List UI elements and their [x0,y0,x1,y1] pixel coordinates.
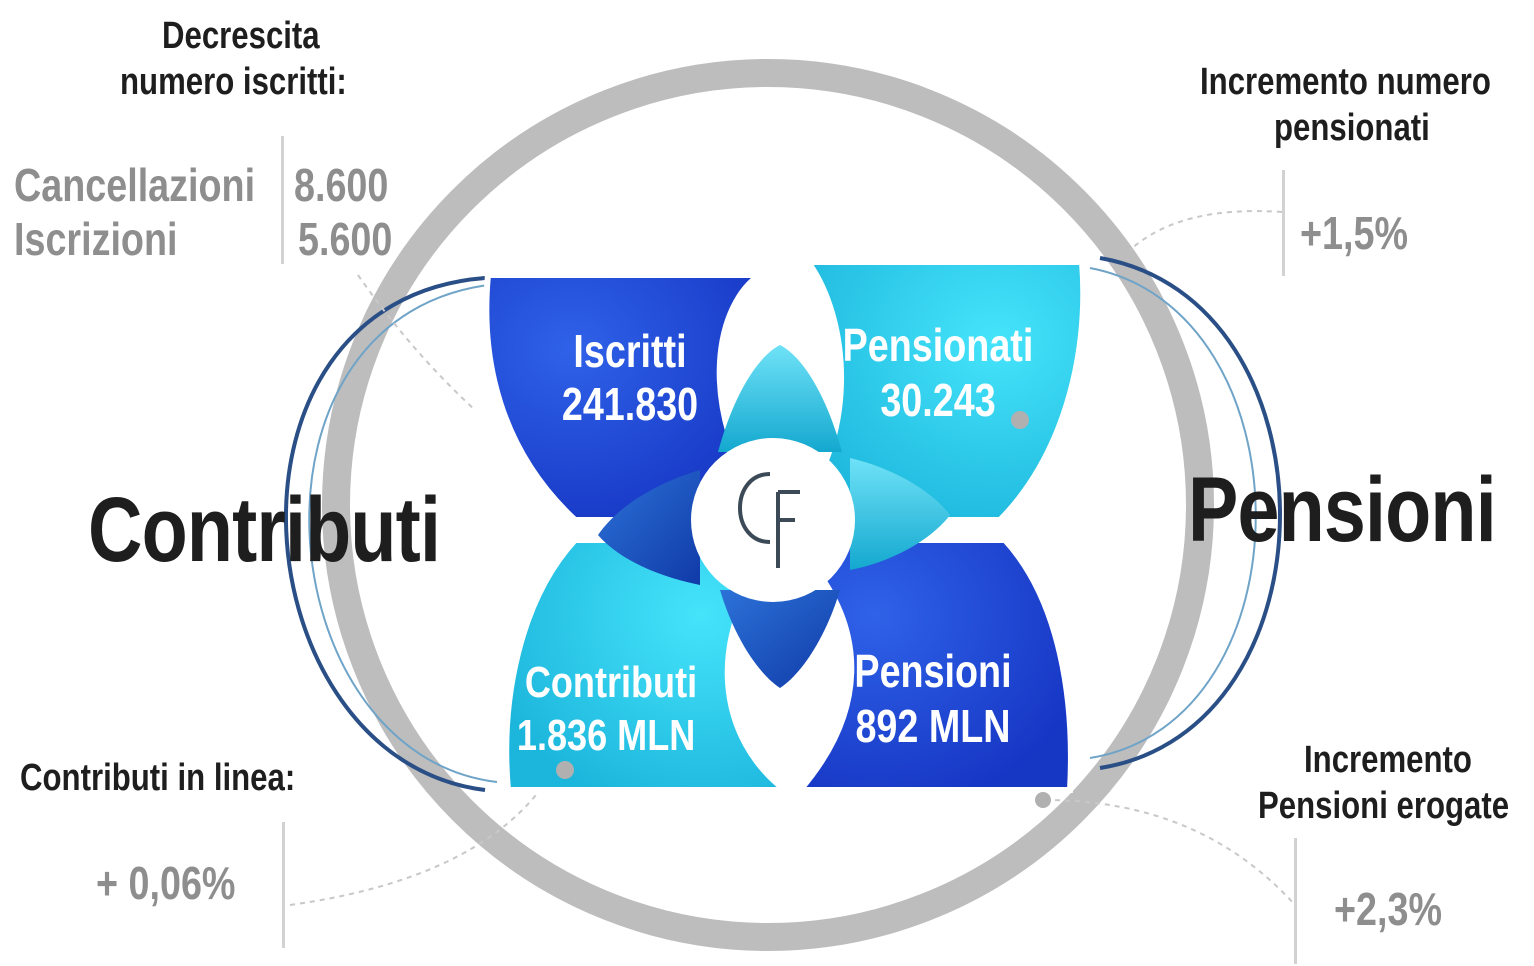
inner-lens-left [598,470,700,585]
petal-pensioni-value: 892 MLN [855,700,1010,751]
dot-pensioni [1035,792,1051,808]
cancellazioni-value: 8.600 [294,159,389,211]
inner-lens-right [850,458,950,570]
petal-pensioni [782,537,1074,793]
cf-logo-icon [738,472,800,568]
divider-top-right [1282,170,1285,276]
dot-contributi [556,761,574,779]
inner-lens-bottom [720,590,840,688]
contributi-in-linea-value: + 0,06% [96,857,236,909]
connector-lines [289,210,1296,906]
outer-ring [322,59,1214,951]
divider-bottom-right [1294,838,1297,964]
dot-pensionati [1011,411,1029,429]
incremento-pensioni-heading-line2: Pensioni erogate [1258,785,1510,827]
petal-iscritti-label: Iscritti [573,325,686,376]
contributi-side-label: Contributi [88,479,441,581]
iscrizioni-value: 5.600 [298,213,393,265]
incremento-pensioni-value: +2,3% [1334,883,1443,935]
incremento-pensionati-heading-line2: pensionati [1274,107,1430,149]
incremento-pensionati-heading-line1: Incremento numero [1200,61,1491,103]
decrescita-heading-line1: Decrescita [162,15,320,57]
cancellazioni-label: Cancellazioni [14,159,256,211]
inner-lens-top [718,345,842,452]
petal-pensioni-label: Pensioni [854,645,1011,696]
divider-top-left [281,136,284,264]
petal-iscritti-value: 241.830 [562,378,698,429]
iscrizioni-label: Iscrizioni [14,213,178,265]
petal-pensionati-label: Pensionati [843,319,1034,370]
divider-bottom-left [282,822,285,948]
petal-contributi-value: 1.836 MLN [517,711,695,760]
petal-contributi-label: Contributi [525,658,697,707]
pensioni-side-label: Pensioni [1188,459,1497,561]
contributi-in-linea-heading: Contributi in linea: [20,757,296,799]
right-lens-outline [1089,256,1282,770]
decrescita-heading-line2: numero iscritti: [120,61,347,103]
center-circle [691,438,855,602]
left-lens-outline [284,276,498,792]
incremento-pensioni-heading-line1: Incremento [1304,739,1472,781]
petal-pensionati-value: 30.243 [880,374,995,425]
incremento-pensionati-value: +1,5% [1300,207,1409,259]
